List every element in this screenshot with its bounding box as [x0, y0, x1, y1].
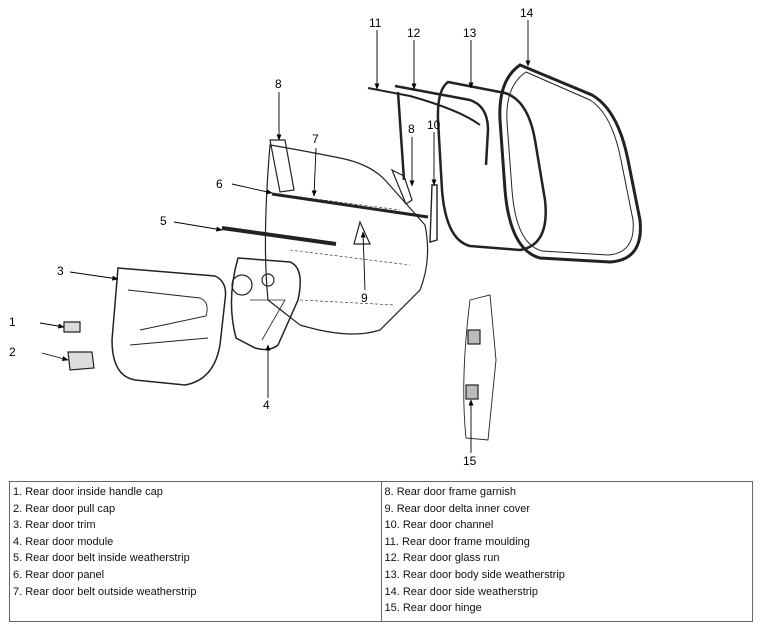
rear-door-inside-handle-cap	[63, 321, 81, 333]
callout-1: 1	[9, 315, 16, 329]
callout-6: 6	[216, 177, 223, 191]
legend-item: 11. Rear door frame moulding	[384, 535, 530, 548]
rear-door-frame-moulding	[367, 87, 481, 126]
legend-item: 3. Rear door trim	[13, 519, 96, 532]
rear-door-channel	[429, 184, 438, 243]
legend-column-left: 1. Rear door inside handle cap 2. Rear d…	[10, 482, 381, 621]
legend-item: 10. Rear door channel	[384, 519, 494, 532]
legend-item: 4. Rear door module	[13, 535, 114, 548]
rear-door-frame-garnish-lower	[390, 168, 413, 205]
legend-item: 14. Rear door side weatherstrip	[384, 585, 538, 598]
rear-door-body-side-weatherstrip	[436, 80, 547, 252]
legend-column-right: 8. Rear door frame garnish 9. Rear door …	[380, 482, 753, 621]
rear-door-glass-run	[394, 84, 490, 166]
callout-12: 12	[407, 26, 421, 40]
legend-item: 5. Rear door belt inside weatherstrip	[13, 552, 190, 565]
rear-door-frame-garnish-upper	[269, 139, 295, 193]
rear-door-belt-outside-weatherstrip	[271, 192, 429, 219]
rear-door-hinge-assembly	[463, 294, 497, 441]
parts-legend-table: 1. Rear door inside handle cap 2. Rear d…	[9, 481, 753, 622]
rear-door-delta-inner-cover	[353, 220, 371, 245]
rear-door-side-weatherstrip	[498, 63, 642, 264]
callout-14: 14	[520, 6, 534, 20]
callout-15: 15	[463, 454, 477, 468]
exploded-view-diagram: 1 2 3 4 5 6 7 8 8 9 10 11 12 13 14 15	[9, 6, 642, 468]
callout-11: 11	[369, 16, 382, 30]
callout-8-upper: 8	[275, 77, 282, 91]
callout-3: 3	[57, 264, 64, 278]
callout-13: 13	[463, 26, 477, 40]
legend-item: 6. Rear door panel	[13, 568, 105, 581]
legend-item: 15. Rear door hinge	[384, 602, 482, 615]
legend-item: 12. Rear door glass run	[384, 552, 500, 565]
rear-door-pull-cap	[67, 351, 95, 371]
legend-item: 9. Rear door delta inner cover	[384, 502, 531, 515]
callout-9: 9	[361, 291, 368, 305]
legend-item: 13. Rear door body side weatherstrip	[384, 568, 565, 581]
legend-item: 1. Rear door inside handle cap	[13, 486, 163, 498]
callout-7: 7	[312, 132, 319, 146]
rear-door-trim	[111, 267, 227, 386]
legend-item: 8. Rear door frame garnish	[384, 486, 516, 498]
legend-item: 7. Rear door belt outside weatherstrip	[13, 585, 197, 598]
callout-5: 5	[160, 214, 167, 228]
callout-10: 10	[427, 118, 441, 132]
callout-2: 2	[9, 345, 16, 359]
legend-item: 2. Rear door pull cap	[13, 502, 116, 515]
callout-8-lower: 8	[408, 122, 415, 136]
callout-4: 4	[263, 398, 270, 412]
rear-door-belt-inside-weatherstrip	[221, 226, 337, 246]
rear-door-panel	[264, 144, 429, 335]
